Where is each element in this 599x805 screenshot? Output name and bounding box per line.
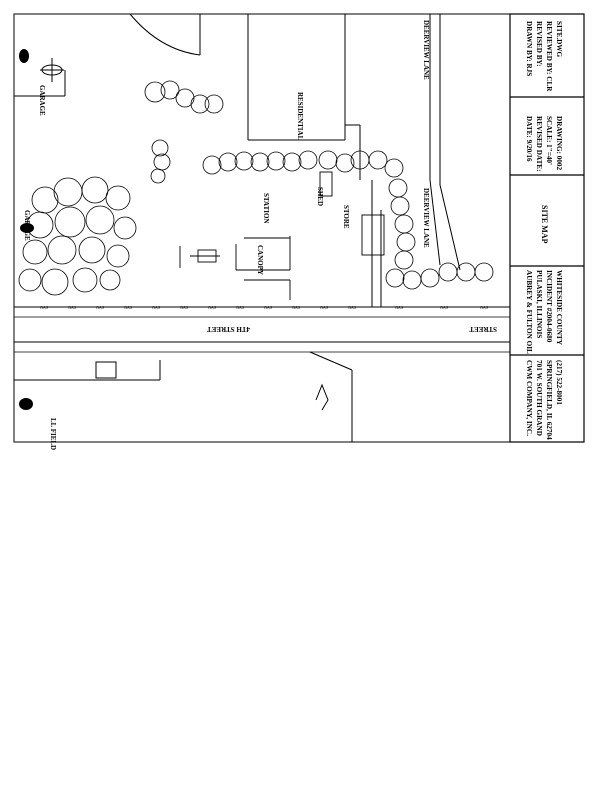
company-line3: SPRINGFIELD, IL 62704 xyxy=(545,360,553,440)
title-company-block: CWM COMPANY, INC. 701 W. SOUTH GRAND SPR… xyxy=(525,360,563,440)
street-label-right: STREET xyxy=(469,325,497,333)
title-project-block: AUBREY & FULTON OIL PULASKI, ILLINOIS IN… xyxy=(525,270,563,354)
parcel-lines xyxy=(14,13,361,180)
svg-text:GAS: GAS xyxy=(96,305,104,310)
svg-text:GAS: GAS xyxy=(320,305,328,310)
svg-text:GAS: GAS xyxy=(264,305,272,310)
field-marker xyxy=(19,398,33,410)
drawn-line1: DRAWN BY: RJS xyxy=(525,21,533,76)
label-residential: RESIDENTIAL xyxy=(296,92,304,141)
svg-text:GAS: GAS xyxy=(40,305,48,310)
label-store: STORE xyxy=(342,205,350,229)
project-line4: WHITESIDE COUNTY xyxy=(555,270,563,346)
svg-text:GAS: GAS xyxy=(440,305,448,310)
title-drawn-block: DRAWN BY: RJS REVISED BY: REVIEWED BY: C… xyxy=(525,21,563,92)
store-building xyxy=(319,171,385,295)
dates-line1: DATE: 9/20/16 xyxy=(525,116,533,162)
label-field: LL FIELD xyxy=(49,418,57,450)
company-line2: 701 W. SOUTH GRAND xyxy=(535,360,543,436)
svg-text:GAS: GAS xyxy=(395,305,403,310)
drawn-line2: REVISED BY: xyxy=(535,21,543,66)
street-label-main: 4TH STREET xyxy=(207,325,250,333)
svg-text:GAS: GAS xyxy=(236,305,244,310)
svg-text:GAS: GAS xyxy=(348,305,356,310)
label-station: STATION xyxy=(262,193,270,223)
drawn-line4: SITE.DWG xyxy=(555,21,563,58)
company-line1: CWM COMPANY, INC. xyxy=(525,360,533,436)
canopy-outline xyxy=(179,236,291,300)
drawn-line3: REVIEWED BY: CLR xyxy=(545,21,553,92)
label-garage-top: GARAGE xyxy=(38,85,46,116)
dates-line2: REVISED DATE: xyxy=(535,116,543,172)
svg-text:GAS: GAS xyxy=(180,305,188,310)
street-utility-marks: GAS GAS GAS GAS GAS GAS GAS GAS GAS GAS GAS GA… xyxy=(40,305,488,310)
garage-top-symbol xyxy=(19,49,64,82)
title-dates-block: DATE: 9/20/16 REVISED DATE: SCALE: 1"=40… xyxy=(525,116,563,172)
dates-line3: SCALE: 1"=40' xyxy=(545,116,553,165)
svg-text:GAS: GAS xyxy=(152,305,160,310)
label-canopy: CANOPY xyxy=(256,245,264,275)
sheet-title: SITE MAP xyxy=(540,205,549,244)
svg-text:GAS: GAS xyxy=(208,305,216,310)
label-shed: SHED xyxy=(316,187,324,206)
svg-text:GAS: GAS xyxy=(292,305,300,310)
project-line1: AUBREY & FULTON OIL xyxy=(525,270,533,354)
lower-parcels xyxy=(14,351,353,442)
svg-text:GAS: GAS xyxy=(124,305,132,310)
lane-label-right: DEERVIEW LANE xyxy=(422,188,430,248)
dates-line4: DRAWING: 0002 xyxy=(555,116,563,171)
project-line2: PULASKI, ILLINOIS xyxy=(535,270,543,338)
tree-clusters xyxy=(18,80,494,296)
lane-label-top: DEERVIEW LANE xyxy=(422,20,430,80)
svg-text:GAS: GAS xyxy=(68,305,76,310)
svg-text:GAS: GAS xyxy=(480,305,488,310)
company-line4: (217) 522-8001 xyxy=(555,360,563,405)
project-line3: INCIDENT #2004-0680 xyxy=(545,270,553,343)
title-block xyxy=(509,13,585,443)
main-street xyxy=(14,306,510,353)
